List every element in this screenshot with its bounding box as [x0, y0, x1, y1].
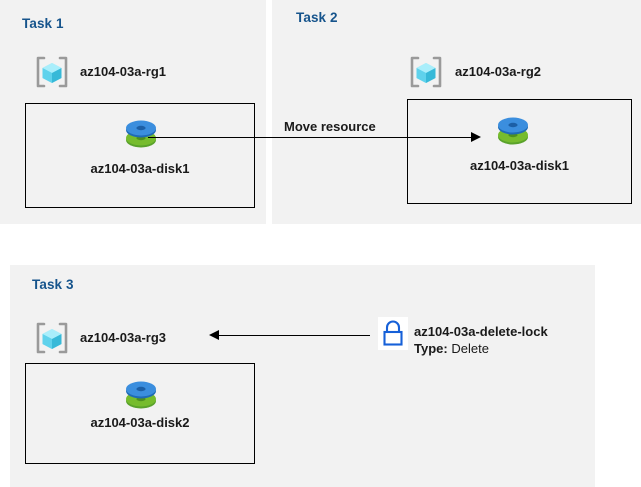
managed-disk-icon	[121, 375, 161, 417]
lock-icon	[378, 317, 408, 350]
delete-lock-type-value: Delete	[451, 341, 489, 356]
managed-disk-icon	[121, 114, 161, 156]
task-2-title: Task 2	[296, 10, 338, 25]
task-3-title: Task 3	[32, 277, 74, 292]
resource-group-label: az104-03a-rg1	[80, 64, 166, 79]
delete-lock-arrow-line	[212, 335, 370, 337]
managed-disk-icon	[493, 111, 533, 153]
move-resource-arrow-head	[471, 132, 481, 142]
delete-lock-arrow-head	[209, 330, 219, 340]
delete-lock-type-key: Type:	[414, 341, 448, 356]
resource-group-boundary-task-3	[25, 363, 255, 464]
delete-lock-type-row: Type: Delete	[414, 341, 489, 356]
resource-group-label: az104-03a-rg2	[455, 64, 541, 79]
resource-group-label: az104-03a-rg3	[80, 330, 166, 345]
delete-lock-name: az104-03a-delete-lock	[414, 324, 548, 339]
managed-disk-label: az104-03a-disk1	[469, 158, 569, 173]
move-resource-arrow-line	[148, 137, 478, 139]
resource-group-icon	[406, 52, 446, 92]
managed-disk-label: az104-03a-disk1	[90, 161, 190, 176]
resource-group-boundary-task-1	[25, 103, 255, 208]
move-resource-label: Move resource	[282, 119, 378, 134]
resource-group-boundary-task-2	[407, 99, 632, 204]
resource-group-icon	[32, 52, 72, 92]
task-1-title: Task 1	[22, 16, 64, 31]
resource-group-icon	[32, 318, 72, 358]
managed-disk-label: az104-03a-disk2	[90, 415, 190, 430]
